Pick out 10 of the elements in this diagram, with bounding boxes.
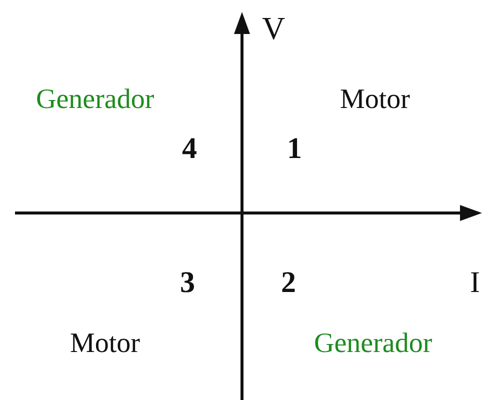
quadrant-number: 1 bbox=[287, 134, 302, 164]
quadrant-label: Generador bbox=[36, 86, 154, 114]
quadrant-number: 3 bbox=[180, 268, 195, 298]
quadrant-label: Motor bbox=[70, 330, 140, 358]
quadrant-number: 4 bbox=[182, 134, 197, 164]
axis-label: I bbox=[470, 268, 480, 298]
quadrant-label: Motor bbox=[340, 86, 410, 114]
quadrant-label: Generador bbox=[314, 330, 432, 358]
axis-label: V bbox=[262, 12, 286, 44]
quadrant-number: 2 bbox=[281, 268, 296, 298]
